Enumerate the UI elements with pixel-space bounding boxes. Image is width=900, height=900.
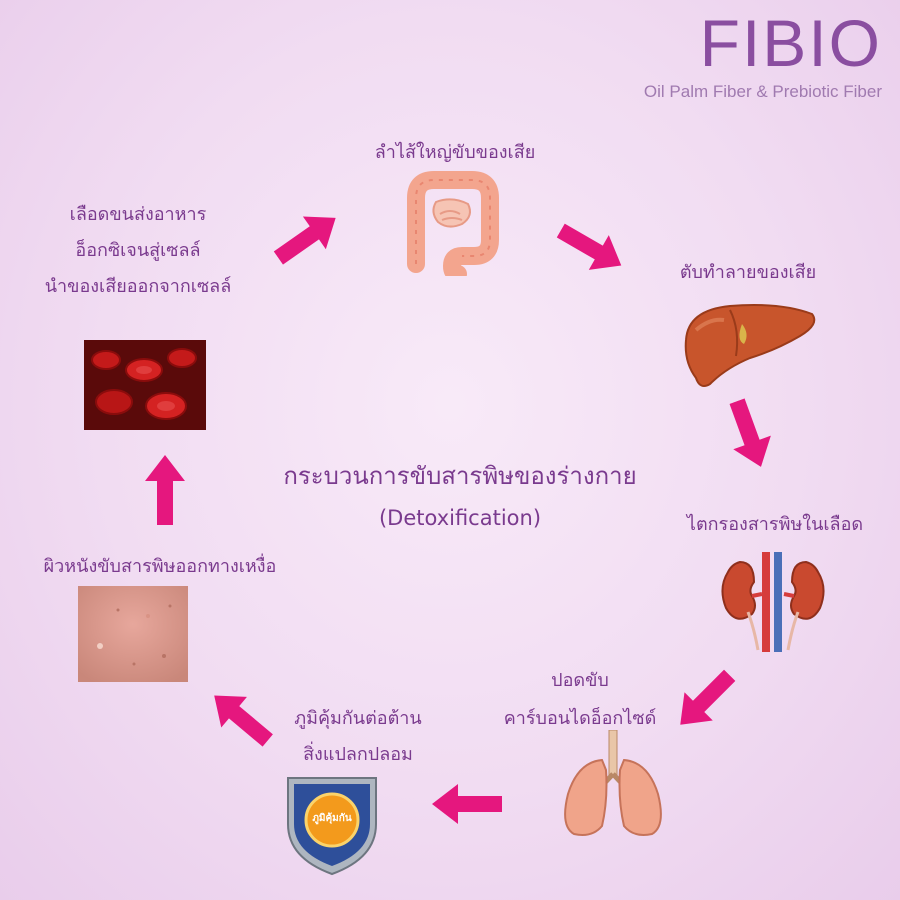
kidney-illustration [718,552,828,652]
arrow-colon-to-liver-icon [551,213,632,283]
arrow-skin-to-blood-icon [145,455,185,525]
liver-label: ตับทำลายของเสีย [679,262,817,283]
immune-label-line1: ภูมิคุ้มกันต่อต้าน [294,708,422,729]
brand-title: FIBIO [699,6,882,80]
blood-label-line2: อ็อกซิเจนสู่เซลล์ [75,240,201,261]
arrow-kidney-to-lung-icon [666,661,744,739]
skin-label: ผิวหนังขับสารพิษออกทางเหงื่อ [43,556,277,577]
blood-label-line3: นำของเสียออกจากเซลล์ [44,276,232,297]
arrow-liver-to-kidney-icon [718,394,780,473]
center-title: กระบวนการขับสารพิษของร่างกาย [283,462,637,490]
lung-label-line1: ปอดขับ [551,670,609,691]
arrow-blood-to-colon-icon [267,202,347,275]
lung-illustration [558,730,668,840]
colon-illustration [402,168,502,276]
lung-label-line2: คาร์บอนไดอ็อกไซด์ [503,708,657,729]
immune-label-line2: สิ่งแปลกปลอม [303,744,413,765]
skin-photo [78,586,188,682]
blood-cells-photo [84,340,206,430]
kidney-label: ไตกรองสารพิษในเลือด [686,514,864,535]
immune-badge-label: ภูมิคุ้มกัน [312,813,352,824]
immune-shield-icon: ภูมิคุ้มกัน [284,772,380,876]
arrow-lung-to-immune-icon [432,784,502,824]
brand-subtitle: Oil Palm Fiber & Prebiotic Fiber [643,82,882,101]
blood-label-line1: เลือดขนส่งอาหาร [69,204,207,225]
arrow-immune-to-skin-icon [201,680,280,756]
center-subtitle: (Detoxification) [378,506,542,530]
colon-label: ลำไส้ใหญ่ขับของเสีย [374,142,536,163]
liver-illustration [680,300,820,390]
